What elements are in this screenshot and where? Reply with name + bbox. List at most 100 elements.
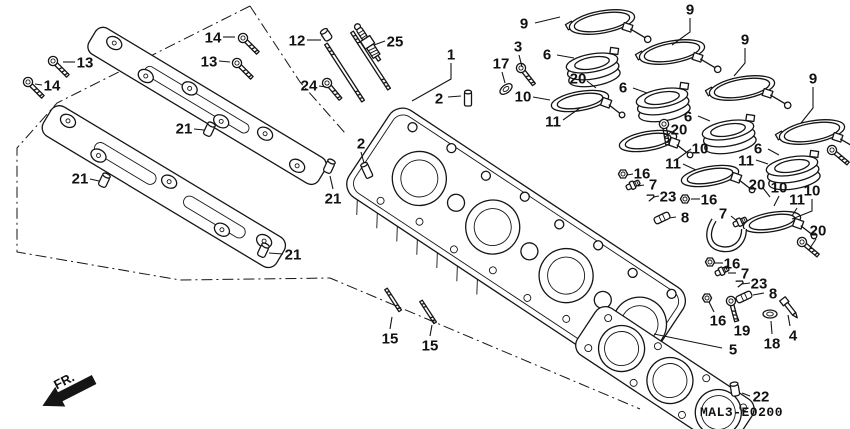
front-arrow-icon (42, 375, 97, 407)
callout-6-18: 6 (754, 141, 762, 158)
nut-16b (679, 194, 691, 204)
callout-23-33: 23 (751, 276, 768, 293)
rubber-cap-22 (729, 380, 741, 398)
callout-15-53: 15 (422, 338, 439, 355)
boundary-line-left (16, 5, 641, 410)
leader-line-11-16 (682, 163, 697, 171)
nut-16a (617, 169, 629, 179)
cooling-fins (356, 199, 478, 295)
callout-23-27: 23 (660, 189, 677, 206)
callout-4-38: 4 (789, 328, 798, 345)
leader-line-10-8 (532, 96, 551, 101)
leader-line-9-6 (534, 16, 561, 24)
callout-16-35: 16 (710, 313, 727, 330)
callout-16-28: 16 (701, 192, 718, 209)
callout-10-8: 10 (515, 89, 532, 106)
callout-17-4: 17 (493, 56, 510, 73)
stud-15b (419, 299, 438, 325)
cam-holder-rail-lower (41, 105, 287, 269)
leader-line-21-51 (268, 252, 284, 255)
assembly-boundary-lines (16, 5, 641, 410)
callout-13-47: 13 (201, 54, 218, 71)
leader-line-20-14 (663, 131, 672, 139)
band-clamp-1 (563, 2, 653, 57)
bolt-24 (319, 75, 345, 103)
callout-20-24: 20 (810, 223, 827, 240)
callout-12-41: 12 (289, 33, 306, 50)
leader-line-11-23 (791, 207, 798, 217)
callout-6-11: 6 (619, 80, 627, 97)
leader-line-20-7 (586, 80, 597, 89)
insulator-band-1 (549, 83, 626, 131)
callout-10-22: 10 (804, 183, 821, 200)
head-gasket-drawing (575, 305, 755, 429)
leader-line-6-18 (767, 148, 780, 156)
bolt-13b (229, 55, 256, 82)
callout-21-50: 21 (325, 191, 342, 208)
cam-holder-rail-upper (87, 26, 328, 186)
spark-plug-group (319, 23, 392, 103)
callout-11-23: 11 (789, 192, 805, 209)
callout-24-43: 24 (301, 78, 318, 95)
callout-11-9: 11 (545, 114, 561, 131)
leader-line-24-43 (318, 85, 327, 88)
leader-line-10-15 (675, 148, 692, 161)
leader-line-20-24 (809, 238, 817, 249)
callout-25-42: 25 (387, 34, 404, 51)
nut-16d (701, 293, 713, 303)
callout-9-12: 9 (741, 32, 749, 49)
callout-6-5: 6 (543, 47, 551, 64)
leader-line-3-3 (518, 54, 523, 68)
long-stud-a (324, 42, 366, 103)
leader-line-6-11 (632, 87, 648, 94)
leader-line-7-30 (730, 215, 738, 222)
washer-17 (497, 80, 515, 98)
callout-11-16: 11 (665, 156, 681, 173)
leader-line-21-49 (193, 128, 205, 131)
leader-line-8-29 (668, 216, 677, 219)
callout-19-36: 19 (734, 323, 751, 340)
leader-line-20-20 (762, 187, 771, 198)
joint-8a (652, 210, 672, 226)
leader-line-10-22 (791, 199, 813, 220)
breather-hose-inner (707, 219, 746, 251)
leader-line-22-40 (741, 392, 751, 397)
callout-14-45: 14 (44, 78, 61, 95)
callout-13-44: 13 (77, 55, 94, 72)
stud-15a (384, 287, 403, 313)
callout-16-25: 16 (634, 166, 651, 183)
callout-1-0: 1 (447, 47, 455, 64)
small-parts (97, 60, 798, 398)
insulator-ring-3 (699, 112, 761, 158)
callout-7-30: 7 (719, 206, 727, 223)
bolt-13a (45, 53, 72, 80)
leader-line-17-4 (501, 71, 506, 84)
callout-7-26: 7 (649, 177, 657, 194)
callout-9-6: 9 (520, 16, 528, 33)
boundary-line-right (249, 5, 346, 134)
callout-21-49: 21 (176, 121, 193, 138)
rubber-cap-21b (202, 120, 217, 138)
leader-line-2-2 (360, 151, 365, 164)
callout-10-21: 10 (771, 180, 788, 197)
callout-10-15: 10 (692, 141, 709, 158)
callout-8-29: 8 (681, 210, 689, 227)
callout-9-10: 9 (686, 2, 694, 19)
insulator-assemblies (549, 2, 850, 260)
front-direction-indicator: FR. (42, 369, 97, 407)
callout-2-1: 2 (435, 91, 443, 108)
callout-9-17: 9 (809, 71, 817, 88)
callout-2-2: 2 (357, 136, 365, 153)
leader-line-9-12 (733, 48, 746, 77)
diagram-code: MAL3-E0200 (700, 405, 783, 420)
leader-line-7-26 (637, 184, 645, 187)
leader-line-15-52 (389, 316, 393, 330)
leader-line-9-10 (671, 18, 691, 46)
leader-line-4-38 (787, 314, 791, 327)
leader-line-6-13 (697, 115, 711, 122)
callout-6-13: 6 (684, 109, 692, 126)
grommet-18 (762, 309, 778, 319)
bolt-14b (235, 30, 262, 57)
leader-line-8-34 (752, 292, 765, 296)
